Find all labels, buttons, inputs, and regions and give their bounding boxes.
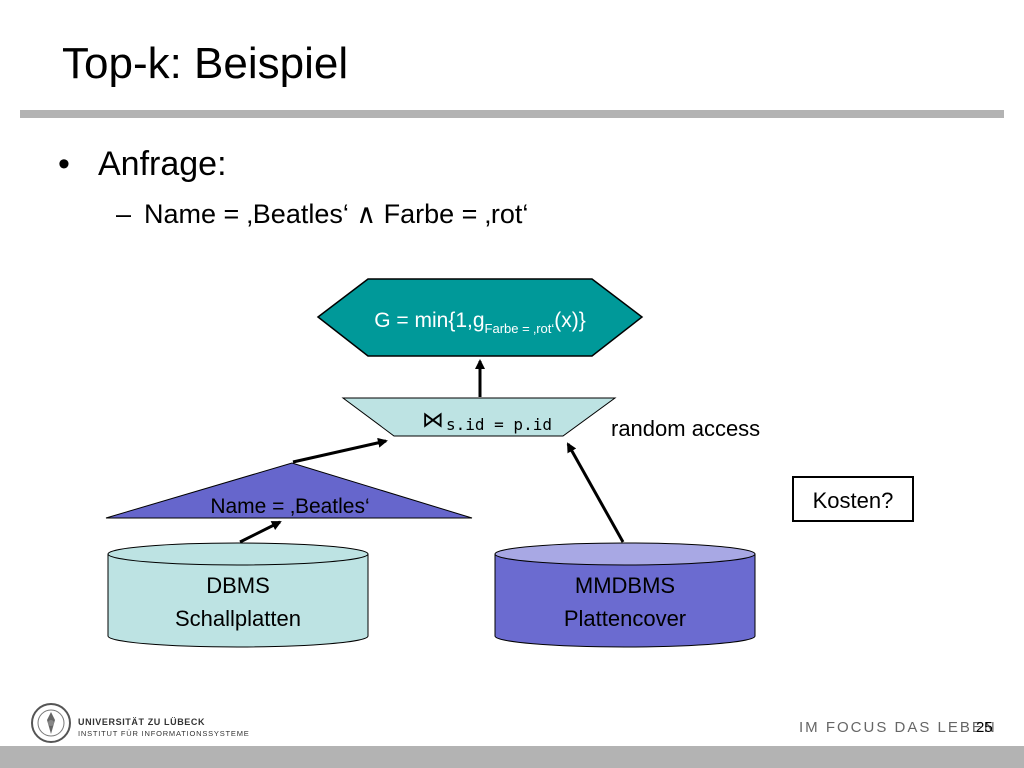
bullet-text: Anfrage: bbox=[98, 145, 227, 183]
db1-line2: Schallplatten bbox=[175, 606, 301, 631]
sub-bullet-text: Name = ‚Beatles‘ ∧ Farbe = ‚rot‘ bbox=[144, 199, 529, 229]
db1-line1: DBMS bbox=[206, 573, 270, 598]
random-access-label: random access bbox=[611, 416, 760, 441]
db2-line1: MMDBMS bbox=[575, 573, 675, 598]
selection-triangle bbox=[105, 462, 473, 519]
cost-label: Kosten? bbox=[813, 488, 894, 513]
arrow-db2-to-join bbox=[566, 442, 625, 543]
slide-title: Top-k: Beispiel bbox=[62, 39, 349, 88]
aggregate-label: G = min{1,gFarbe = ‚rot‘(x)} bbox=[374, 309, 586, 336]
institute-name: INSTITUT FÜR INFORMATIONSSYSTEME bbox=[78, 729, 250, 738]
selection-label: Name = ‚Beatles‘ bbox=[210, 495, 369, 518]
university-name: UNIVERSITÄT ZU LÜBECK bbox=[78, 717, 206, 727]
join-operator-shape bbox=[341, 397, 617, 437]
aggregate-hexagon bbox=[316, 278, 644, 357]
footer-slogan: IM FOCUS DAS LEBEN bbox=[799, 719, 997, 736]
university-seal-icon bbox=[31, 703, 71, 743]
title-divider bbox=[20, 110, 1004, 118]
db2-line2: Plattencover bbox=[564, 606, 686, 631]
page-number: 25 bbox=[976, 719, 993, 736]
bullet-marker: • bbox=[58, 145, 70, 183]
join-symbol: ⋈ bbox=[422, 408, 444, 433]
arrow-selection-to-join bbox=[292, 437, 388, 464]
sub-bullet-query: –Name = ‚Beatles‘ ∧ Farbe = ‚rot‘ bbox=[116, 196, 528, 232]
footer-band bbox=[0, 746, 1024, 768]
join-condition: s.id = p.id bbox=[446, 415, 552, 434]
arrow-db1-to-selection bbox=[239, 520, 282, 544]
db-cylinder-plattencover bbox=[494, 542, 756, 648]
cost-box bbox=[792, 476, 914, 522]
bullet-anfrage: • Anfrage: bbox=[58, 142, 227, 186]
db-cylinder-schallplatten bbox=[107, 542, 369, 648]
dash-marker: – bbox=[116, 199, 132, 229]
